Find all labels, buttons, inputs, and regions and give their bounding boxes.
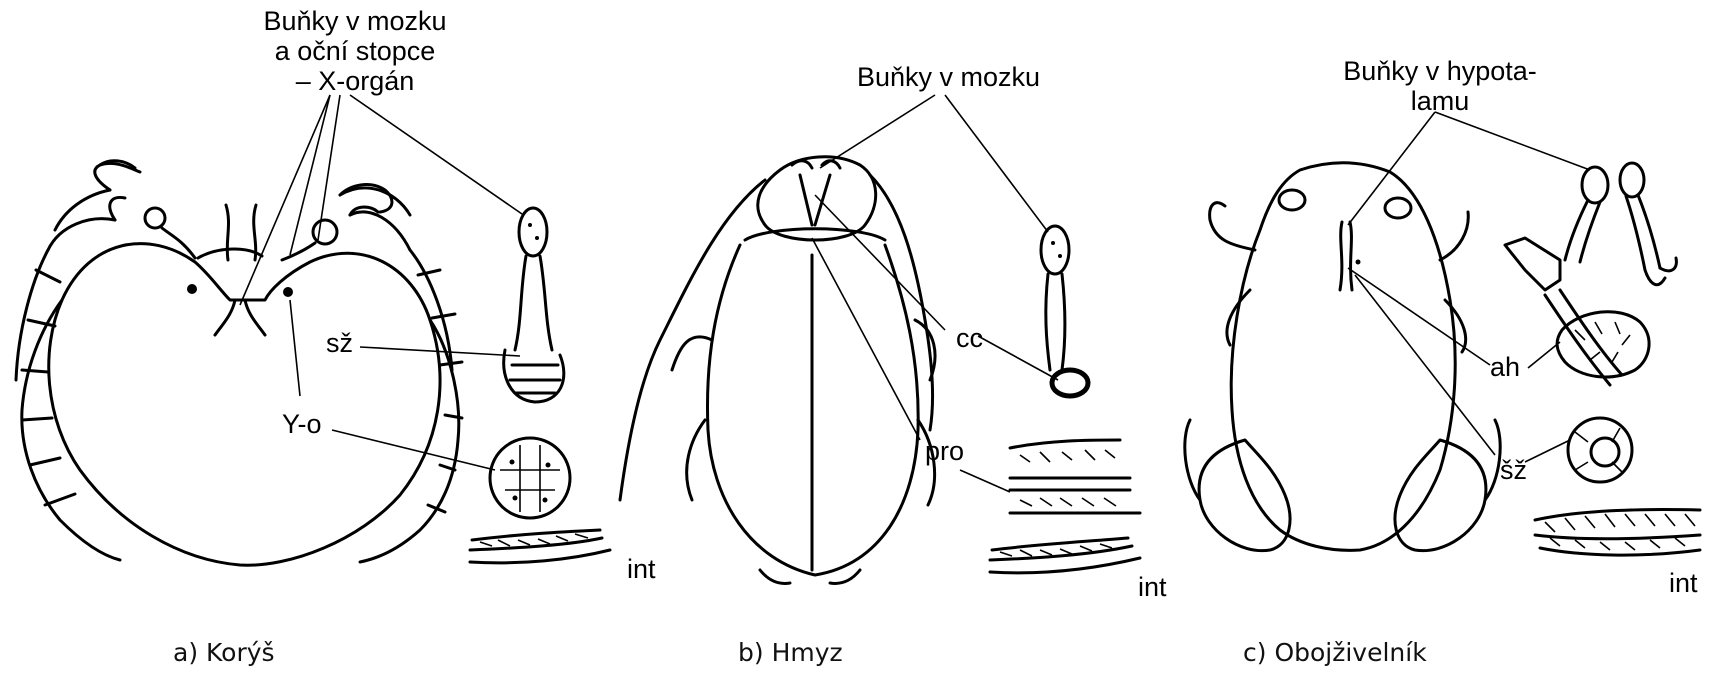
frog-integument-label: int: [1669, 568, 1698, 598]
frog-adenohypophysis: [1557, 312, 1649, 377]
insect-integument-section: [990, 538, 1140, 573]
insect-prothoracic-section: [1010, 440, 1140, 513]
insect-leader-lines: [812, 95, 1058, 492]
crab-x-organ-label-line3: – X-orgán: [235, 66, 475, 96]
crab-x-organ-label: Buňky v mozku a oční stopce – X-orgán: [235, 6, 475, 96]
frog-integument-section: [1535, 509, 1700, 555]
frog-neurosecretory-cells: [1505, 163, 1676, 385]
insect-brain-cells-label: Buňky v mozku: [857, 62, 1040, 92]
crab-y-organ-section: [490, 438, 570, 518]
caption-frog: c) Obojživelník: [1243, 638, 1427, 667]
crab-y-organ-label: Y-o: [282, 409, 322, 439]
crab-integument-label: int: [627, 554, 656, 584]
crab-integument-section: [470, 530, 610, 563]
insect-neurosecretory-cell: [1041, 226, 1088, 396]
frog-hypothalamus-label-line1: Buňky v hypota-: [1320, 56, 1560, 86]
frog-hypothalamus-label: Buňky v hypota- lamu: [1320, 56, 1560, 116]
frog-thyroid-label: šž: [1500, 455, 1527, 485]
insect-integument-label: int: [1138, 572, 1167, 602]
insect-prothoracic-gland-label: pro: [925, 436, 964, 466]
crab-sinus-gland-label: sž: [326, 328, 353, 358]
caption-insect: b) Hmyz: [738, 638, 843, 667]
frog-leader-lines: [1348, 112, 1590, 462]
insect-corpora-cardiaca-label: cc: [956, 323, 983, 353]
insect-drawing: [620, 157, 935, 584]
crab-neurosecretory-cell: [504, 208, 564, 402]
frog-hypothalamus-label-line2: lamu: [1320, 86, 1560, 116]
frog-drawing: [1185, 163, 1500, 551]
crab-x-organ-label-line2: a oční stopce: [235, 36, 475, 66]
crab-x-organ-label-line1: Buňky v mozku: [235, 6, 475, 36]
frog-adenohypophysis-label: ah: [1490, 352, 1520, 382]
frog-thyroid-section: [1568, 418, 1632, 482]
crab-drawing: [16, 161, 462, 565]
caption-crab: a) Korýš: [173, 638, 275, 667]
